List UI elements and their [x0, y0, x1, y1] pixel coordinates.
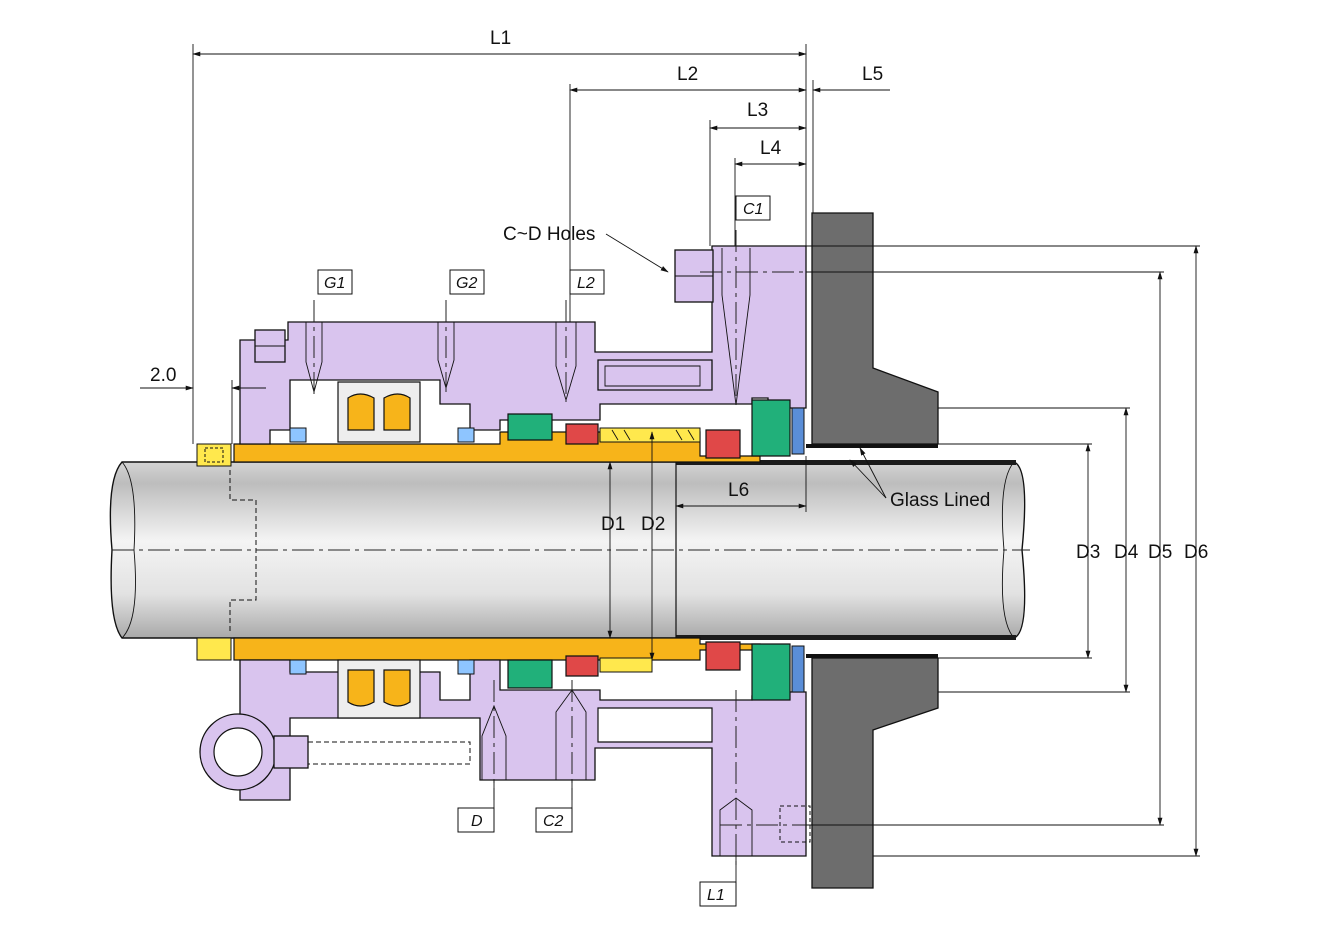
seal-faces-top	[507, 399, 805, 459]
seal-faces-bottom	[507, 641, 805, 701]
dim-d4: D4	[1114, 542, 1139, 563]
port-g2: G2	[456, 275, 477, 292]
port-c2: C2	[543, 813, 564, 830]
gland-housing-top	[239, 230, 830, 445]
port-d: D	[471, 813, 483, 830]
dim-l6: L6	[728, 480, 749, 501]
dim-l1: L1	[490, 28, 511, 49]
drive-collar-top	[196, 443, 232, 467]
port-tags: G1 G2 L2 C1 D C2 L1	[317, 195, 771, 907]
port-l2: L2	[577, 275, 595, 292]
vessel-flange	[806, 212, 939, 889]
callout-holes: C~D Holes	[503, 224, 595, 245]
dim-l4: L4	[760, 138, 782, 159]
dim-l3: L3	[747, 100, 768, 121]
dimension-lines	[140, 44, 1200, 857]
callout-glass-lined: Glass Lined	[890, 490, 990, 511]
gland-housing-bottom	[199, 659, 830, 870]
drive-collar-bottom	[196, 637, 232, 661]
dim-d6: D6	[1184, 542, 1208, 563]
bearing-top	[289, 381, 475, 443]
dim-d5: D5	[1148, 542, 1172, 563]
dim-l2: L2	[677, 64, 698, 85]
port-g1: G1	[324, 275, 345, 292]
bearing-bottom	[289, 659, 475, 719]
dim-d2: D2	[641, 514, 665, 535]
dim-l5: L5	[862, 64, 883, 85]
dim-gap: 2.0	[150, 365, 176, 386]
dim-d3: D3	[1076, 542, 1100, 563]
port-c1: C1	[743, 201, 763, 218]
dim-d1: D1	[601, 514, 625, 535]
port-l1: L1	[707, 887, 725, 904]
